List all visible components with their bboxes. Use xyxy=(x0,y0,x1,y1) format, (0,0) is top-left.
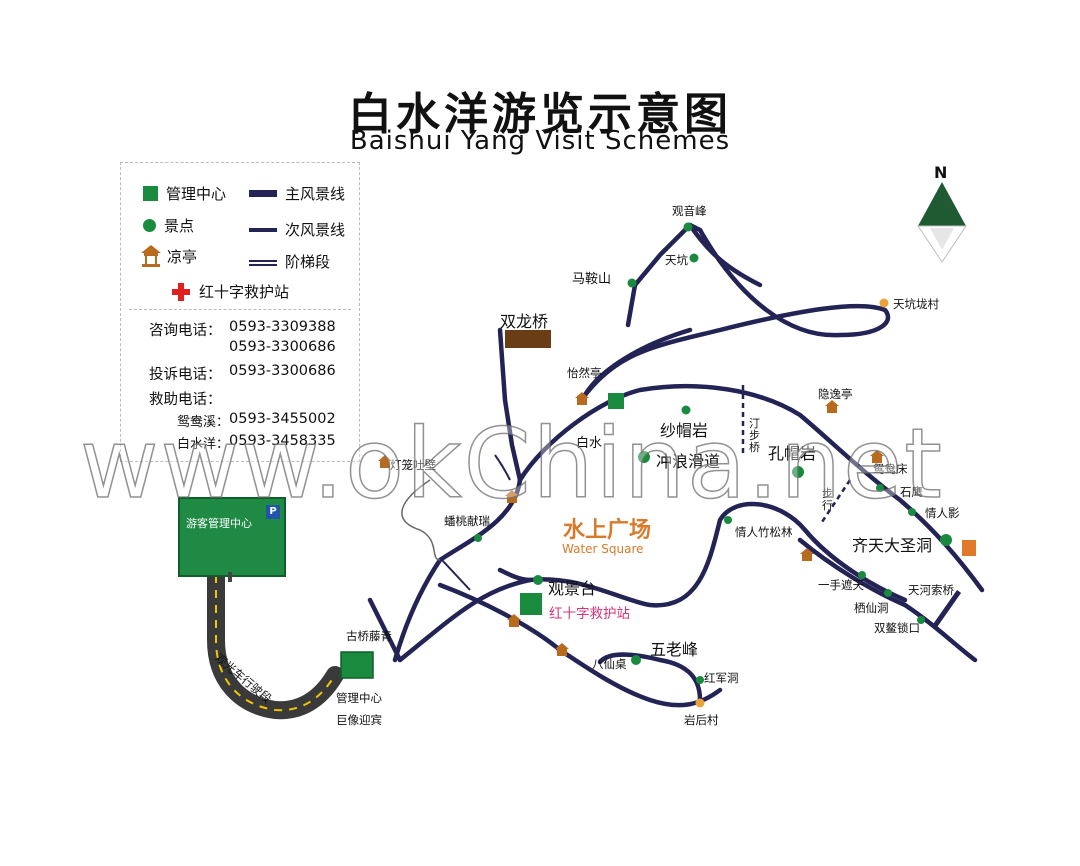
complaint-label: 投诉电话： xyxy=(149,367,222,383)
stepping-bridge xyxy=(741,385,852,526)
label-qingrenzhusonglin: 情人竹松林 xyxy=(735,525,793,539)
label-dengluobiyuan: 灯笼吐壁 xyxy=(390,458,436,472)
label-tiankeng: 天坑 xyxy=(665,253,688,267)
map-subtitle: Baishui Yang Visit Schemes xyxy=(349,126,731,156)
label-pantaoxianrui: 蟠桃献瑞 xyxy=(444,514,490,528)
rescue-phone-1: 0593-3455002 xyxy=(229,411,336,427)
label-guanlizhongxin: 管理中心 xyxy=(336,691,382,705)
rescue-name-1: 鸳鸯溪： xyxy=(177,415,230,430)
red-cross-icon xyxy=(171,282,191,302)
label-shiying: 石鹰 xyxy=(900,485,923,499)
line-icon xyxy=(249,190,277,197)
inquiry-phone-2: 0593-3300686 xyxy=(229,339,336,355)
shuanglongqiao-bridge xyxy=(505,330,551,348)
label-yiranting: 怡然亭 xyxy=(567,366,602,380)
label-yuanyangchuang: 鸳鸯床 xyxy=(873,462,908,476)
sign-post xyxy=(228,572,232,582)
parking-icon: P xyxy=(266,505,280,519)
label-chonglanghuadao: 冲浪滑道 xyxy=(656,452,721,471)
north-label: N xyxy=(934,163,948,182)
label-redcross-station: 红十字救护站 xyxy=(549,606,630,622)
village-dots xyxy=(695,298,889,708)
main-scenic-lines xyxy=(367,222,985,708)
label-juxiangyingbin: 巨像迎宾 xyxy=(336,713,382,727)
visitor-center-sign: P 游客管理中心 xyxy=(178,497,286,577)
label-maanshan: 马鞍山 xyxy=(572,272,612,287)
label-yinyiting: 隐逸亭 xyxy=(818,387,853,401)
legend-secondary-line: 次风景线 xyxy=(249,219,345,240)
label-kongmaoyan: 孔帽岩 xyxy=(768,444,817,463)
label-guanyinfeng: 观音峰 xyxy=(672,204,707,218)
inquiry-label: 咨询电话： xyxy=(149,323,222,339)
label-yishouzhetian: 一手遮天 xyxy=(818,578,864,592)
label-baishui: 白水 xyxy=(576,436,603,451)
label-wulaofeng: 五老峰 xyxy=(650,640,699,659)
thin-line-icon xyxy=(249,227,277,232)
stairs-icon xyxy=(249,257,277,266)
label-dingbuqiao: 汀步桥 xyxy=(749,417,760,454)
complaint-phone: 0593-3300686 xyxy=(229,363,336,379)
north-arrow-icon xyxy=(917,182,967,263)
label-guanjingtai: 观景台 xyxy=(548,579,597,598)
label-qitiandasheng: 齐天大圣洞 xyxy=(852,536,933,555)
watermark: www.okChina.net xyxy=(79,407,944,521)
rescue-phone-2: 0593-3458335 xyxy=(229,433,336,449)
stairs-segment xyxy=(932,590,962,628)
dot-icon xyxy=(143,219,156,232)
legend-scenic-spot: 景点 xyxy=(143,215,194,236)
label-water-square: 水上广场 xyxy=(563,518,652,543)
sightseeing-road xyxy=(207,566,344,720)
label-yanhoucun: 岩后村 xyxy=(684,713,719,727)
management-icons xyxy=(340,393,976,679)
pavilion-icons xyxy=(378,392,884,656)
label-guqiaoteng: 古桥藤青 xyxy=(346,629,392,643)
label-shamaoyan: 纱帽岩 xyxy=(660,421,709,440)
label-qixiandong: 栖仙洞 xyxy=(854,601,889,615)
pavilion-icon xyxy=(141,245,161,267)
label-shuangsuosuokou: 双鳌锁口 xyxy=(874,621,920,635)
legend-red-cross: 红十字救护站 xyxy=(171,281,289,302)
label-baxianzhuo: 八仙桌 xyxy=(592,657,627,671)
label-tiankenglong: 天坑垅村 xyxy=(893,297,939,311)
legend-management: 管理中心 xyxy=(143,183,226,204)
label-tianhesuoqiao: 天河索桥 xyxy=(908,583,954,597)
map-legend: 管理中心 主风景线 景点 次风景线 凉亭 阶梯段 红十字救护站 咨询电话： 05… xyxy=(120,162,360,462)
map-title: 白水洋游览示意图 xyxy=(348,89,732,140)
label-water-square-en: Water Square xyxy=(562,542,644,556)
legend-main-line: 主风景线 xyxy=(249,183,345,204)
secondary-scenic-lines xyxy=(441,454,511,591)
label-shuanglongqiao: 双龙桥 xyxy=(500,312,549,331)
legend-stairs: 阶梯段 xyxy=(249,251,330,272)
inquiry-phone-1: 0593-3309388 xyxy=(229,319,336,335)
label-hongjundong: 红军洞 xyxy=(704,671,739,685)
square-icon xyxy=(143,186,158,201)
label-bu-xing: 步行 xyxy=(822,487,833,512)
legend-pavilion: 凉亭 xyxy=(141,245,197,267)
rescue-name-2: 白水洋： xyxy=(177,437,230,452)
scenic-spot-dots xyxy=(474,222,952,684)
river-bank xyxy=(401,479,441,561)
label-qingrenying: 情人影 xyxy=(925,506,960,520)
rescue-label: 救助电话： xyxy=(149,392,222,408)
